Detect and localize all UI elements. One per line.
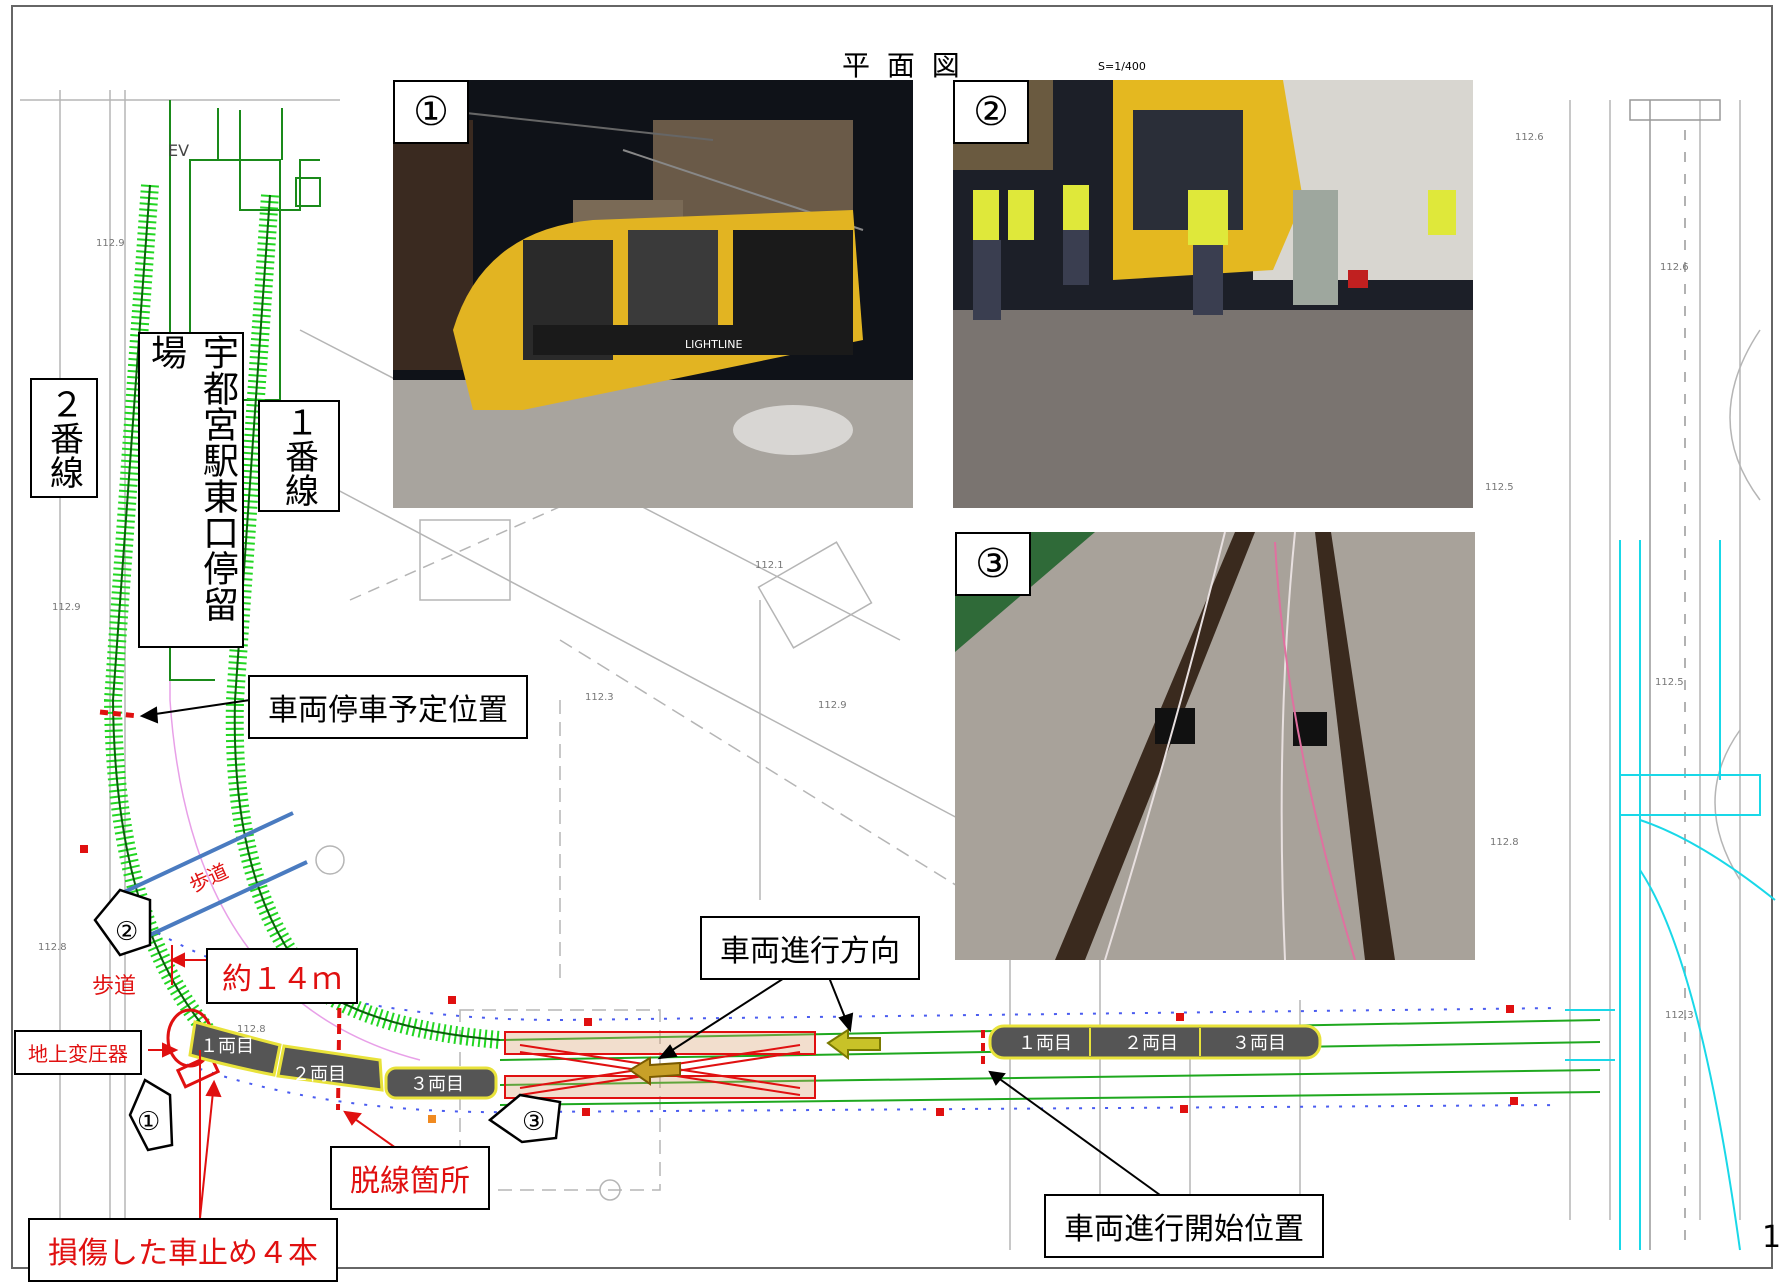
start-car-3-label: ３両目 <box>1232 1033 1286 1054</box>
page-title: 平 面 図 <box>842 49 964 82</box>
pole-markers <box>80 845 1518 1123</box>
svg-text:112.8: 112.8 <box>38 942 67 953</box>
line-1-label: １番線 <box>258 400 340 512</box>
svg-text:112.5: 112.5 <box>1485 482 1514 493</box>
cyan-road-edge <box>1565 540 1776 1251</box>
page-number: 1 <box>1762 1220 1782 1255</box>
svg-text:112.8: 112.8 <box>237 1024 266 1035</box>
track-line-2 <box>103 184 222 1047</box>
start-car <box>988 1024 1322 1060</box>
start-position-callout: 車両進行開始位置 <box>1044 1194 1324 1258</box>
planned-stop-callout: 車両停車予定位置 <box>248 675 528 739</box>
transformer-box <box>175 1053 221 1089</box>
svg-text:112.9: 112.9 <box>96 238 125 249</box>
viewpoint-2-arrow <box>93 888 152 957</box>
derailed-car-2 <box>276 1044 384 1092</box>
start-car-2-label: ２両目 <box>1124 1033 1178 1054</box>
viewpoint-1-arrow <box>128 1078 174 1152</box>
road-lane-markings <box>1629 99 1721 1250</box>
start-car-1-label: １両目 <box>1018 1033 1072 1054</box>
direction-arrow <box>826 1028 881 1060</box>
travel-direction-callout: 車両進行方向 <box>700 916 920 980</box>
photo-2-image <box>953 80 1473 508</box>
planned-stop-marker <box>99 709 139 719</box>
lightline-sign: LIGHTLINE <box>685 338 743 351</box>
derailed-car-3-label: ３両目 <box>410 1074 464 1095</box>
photo-2: ② <box>953 80 1473 508</box>
dotted-boundaries <box>134 919 1561 1114</box>
pink-route <box>169 170 421 1061</box>
crossover <box>504 1031 816 1099</box>
start-train: １両目 ２両目 ３両目 <box>988 1024 1322 1060</box>
derailed-car-3 <box>384 1066 498 1100</box>
photo-1-image <box>393 80 913 508</box>
svg-text:112.6: 112.6 <box>1660 262 1689 273</box>
svg-text:112.9: 112.9 <box>818 700 847 711</box>
damaged-stops-callout: 損傷した車止め４本 <box>28 1218 338 1282</box>
photo-3-badge: ③ <box>955 532 1031 596</box>
sidewalk-crossings <box>119 811 308 937</box>
viewpoint-2-label: ② <box>115 917 138 947</box>
photo-1-badge: ① <box>393 80 469 144</box>
platform-outline <box>169 100 321 681</box>
crossover-arrow <box>628 1056 681 1086</box>
elevation-labels: 112.9 112.9 112.8 112.3 112.9 112.6 112.… <box>38 132 1694 1035</box>
derailed-car-2-label: ２両目 <box>292 1064 346 1085</box>
svg-text:112.9: 112.9 <box>52 602 81 613</box>
ev-label: EV <box>168 141 189 160</box>
derailed-car-1 <box>188 1020 282 1077</box>
svg-text:112.1: 112.1 <box>755 560 784 571</box>
scale-label: S=1/400 <box>1098 60 1146 73</box>
photo-3: ③ <box>955 532 1475 960</box>
distance-label: 約１４ｍ <box>206 948 358 1004</box>
photo-2-badge: ② <box>953 80 1029 144</box>
sidewalk-label-lower: 歩道 <box>92 974 137 999</box>
svg-text:112.3: 112.3 <box>1665 1010 1694 1021</box>
derailed-car-1-label: １両目 <box>200 1036 254 1057</box>
transformer-callout: 地上変圧器 <box>14 1030 142 1075</box>
photo-1: LIGHTLINE ① <box>393 80 913 508</box>
svg-text:112.5: 112.5 <box>1655 677 1684 688</box>
derail-point-callout: 脱線箇所 <box>330 1146 490 1210</box>
viewpoint-arrows <box>93 888 562 1152</box>
viewpoint-1-label: ① <box>137 1107 160 1137</box>
svg-text:112.6: 112.6 <box>1515 132 1544 143</box>
svg-text:112.8: 112.8 <box>1490 837 1519 848</box>
photo-3-image <box>955 532 1475 960</box>
svg-text:112.3: 112.3 <box>585 692 614 703</box>
station-label: 宇都宮駅東口停留場 <box>138 332 244 648</box>
derailed-train: １両目 ２両目 ３両目 <box>188 1020 498 1100</box>
line-2-label: ２番線 <box>30 378 98 498</box>
viewpoint-3-label: ③ <box>522 1107 545 1137</box>
viewpoint-3-arrow <box>487 1093 562 1144</box>
